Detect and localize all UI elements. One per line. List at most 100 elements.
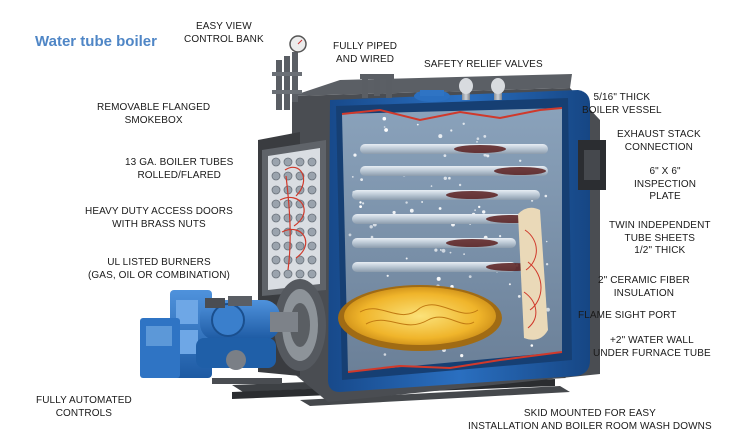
bubble <box>392 210 396 215</box>
tube-opening <box>446 239 498 247</box>
label-safety-relief: SAFETY RELIEF VALVES <box>424 59 543 70</box>
bubble <box>359 205 362 209</box>
tube-end <box>307 269 317 279</box>
bubble <box>463 253 465 256</box>
bubble <box>359 201 362 204</box>
bubble <box>531 199 534 202</box>
bubble <box>478 205 481 209</box>
tube-end <box>283 269 293 279</box>
bubble <box>468 275 472 278</box>
bubble <box>438 134 443 139</box>
bubble <box>383 126 386 128</box>
bubble <box>436 276 441 281</box>
tube-end <box>271 157 281 167</box>
bubble <box>449 251 452 254</box>
bubble <box>438 207 442 210</box>
tube-end <box>271 241 281 251</box>
tube-end <box>295 199 305 209</box>
bubble <box>405 257 408 260</box>
tube-end <box>271 269 281 279</box>
tube-end <box>271 171 281 181</box>
tube-end <box>307 241 317 251</box>
fire-tubes <box>352 144 548 272</box>
tube-opening <box>454 145 506 153</box>
tube-end <box>295 213 305 223</box>
bubble <box>474 209 476 212</box>
safety-relief-valves <box>414 78 505 102</box>
bubble <box>370 235 374 239</box>
tube-opening <box>494 167 546 175</box>
bubble <box>517 295 521 298</box>
bubble <box>348 233 352 237</box>
tube-end <box>283 157 293 167</box>
bubble <box>416 123 419 126</box>
tube-end <box>307 185 317 195</box>
control-bank <box>272 35 307 110</box>
tube-end <box>271 227 281 237</box>
bubble <box>476 141 478 143</box>
piping <box>360 74 394 98</box>
bubble <box>443 176 447 180</box>
bubble <box>441 248 446 253</box>
tube-end <box>271 213 281 223</box>
bubble <box>360 178 363 182</box>
bubble <box>362 202 365 205</box>
diagram-title: Water tube boiler <box>35 33 157 50</box>
bubble <box>458 183 462 187</box>
tube-end <box>307 199 317 209</box>
tube-end <box>307 227 317 237</box>
tube-opening <box>446 191 498 199</box>
bubble <box>386 274 389 277</box>
bubble <box>483 153 487 157</box>
tube-end <box>283 171 293 181</box>
bubble <box>486 154 490 158</box>
smokebox-flow-lines <box>279 166 307 271</box>
tube-end <box>295 255 305 265</box>
bubble <box>409 208 414 213</box>
tube-end <box>283 255 293 265</box>
bubble <box>460 354 464 358</box>
bubble <box>482 210 486 214</box>
bubble <box>508 283 511 286</box>
bubble <box>545 263 549 266</box>
bubble <box>443 154 447 158</box>
bubble <box>530 344 534 347</box>
tube-end <box>283 213 293 223</box>
burner-assembly <box>140 290 298 384</box>
bubble <box>382 116 387 121</box>
bubble <box>421 201 423 203</box>
bubble <box>450 129 453 132</box>
bubble <box>430 185 433 187</box>
bubble <box>476 137 480 140</box>
bubble <box>483 135 487 138</box>
bubble <box>544 194 548 198</box>
bubble <box>434 248 438 252</box>
tube-end <box>307 171 317 181</box>
bubble <box>405 201 408 204</box>
bubble <box>351 176 354 178</box>
bubble <box>384 128 388 132</box>
bubble <box>462 122 465 126</box>
furnace-door <box>274 279 326 371</box>
bubble <box>448 176 451 180</box>
tube-end <box>295 269 305 279</box>
bubble <box>545 240 548 243</box>
bubble <box>353 153 357 157</box>
tube-end <box>295 157 305 167</box>
tube-end <box>295 241 305 251</box>
bubble <box>383 353 387 356</box>
